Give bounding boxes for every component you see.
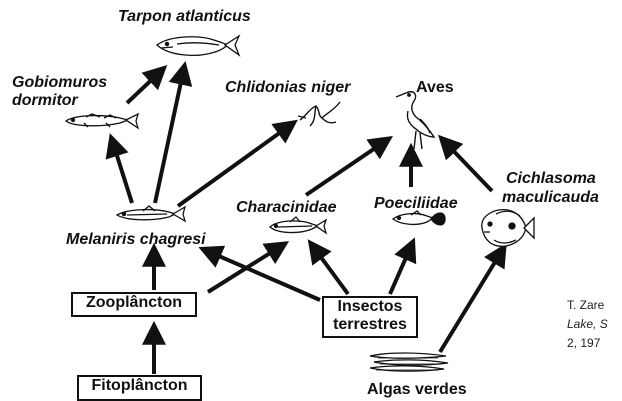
label-gobiomorus-line2: dormitor bbox=[12, 92, 78, 110]
arrow-characinidae-to-aves bbox=[306, 140, 387, 195]
arrow-insectos-to-poeciliidae bbox=[390, 244, 412, 294]
label-algas-verdes: Algas verdes bbox=[367, 381, 467, 399]
citation-line2: Lake, S bbox=[567, 316, 608, 333]
box-zooplancton: Zooplâncton bbox=[71, 292, 197, 317]
label-cichlasoma-line2: maculicauda bbox=[502, 189, 599, 207]
arrow-gobiomorus-to-tarpon bbox=[127, 70, 162, 103]
label-cichlasoma-line1: Cichlasoma bbox=[506, 170, 596, 188]
tern-bird-icon bbox=[298, 102, 340, 126]
label-tarpon: Tarpon atlanticus bbox=[118, 8, 251, 26]
label-aves: Aves bbox=[416, 79, 454, 97]
heron-bird-icon bbox=[396, 92, 434, 149]
label-gobiomorus-line1: Gobiomuros bbox=[12, 74, 107, 92]
citation-line1: T. Zare bbox=[567, 297, 604, 314]
box-fitoplancton: Fitoplâncton bbox=[77, 375, 202, 401]
box-insectos-line1: Insectos bbox=[324, 298, 416, 316]
citation-line2-text: Lake, S bbox=[567, 317, 608, 331]
box-insectos-line2: terrestres bbox=[324, 316, 416, 334]
label-chlidonias: Chlidonias niger bbox=[225, 79, 350, 97]
melaniris-fish-icon bbox=[117, 206, 185, 221]
citation-line3: 2, 197 bbox=[567, 335, 600, 352]
arrow-algas-to-cichlasoma bbox=[440, 249, 503, 352]
characinidae-fish-icon bbox=[270, 217, 326, 233]
label-poeciliidae: Poeciliidae bbox=[374, 195, 458, 213]
poeciliidae-fish-icon bbox=[393, 211, 445, 225]
label-melaniris: Melaniris chagresi bbox=[66, 231, 206, 249]
arrow-melaniris-to-tarpon bbox=[155, 68, 184, 203]
arrow-insectos-to-characinidae bbox=[312, 245, 348, 294]
arrow-melaniris-to-gobiomorus bbox=[112, 140, 132, 203]
arrow-cichlasoma-to-aves bbox=[443, 140, 492, 191]
arrow-melaniris-to-chlidonias bbox=[178, 124, 292, 206]
cichlid-fish-icon bbox=[482, 210, 534, 247]
box-insectos-terrestres: Insectos terrestres bbox=[322, 296, 418, 338]
gobiomorus-fish-icon bbox=[66, 114, 138, 128]
tarpon-fish-icon bbox=[157, 36, 239, 55]
green-algae-icon bbox=[370, 353, 448, 371]
label-characinidae: Characinidae bbox=[236, 199, 336, 217]
